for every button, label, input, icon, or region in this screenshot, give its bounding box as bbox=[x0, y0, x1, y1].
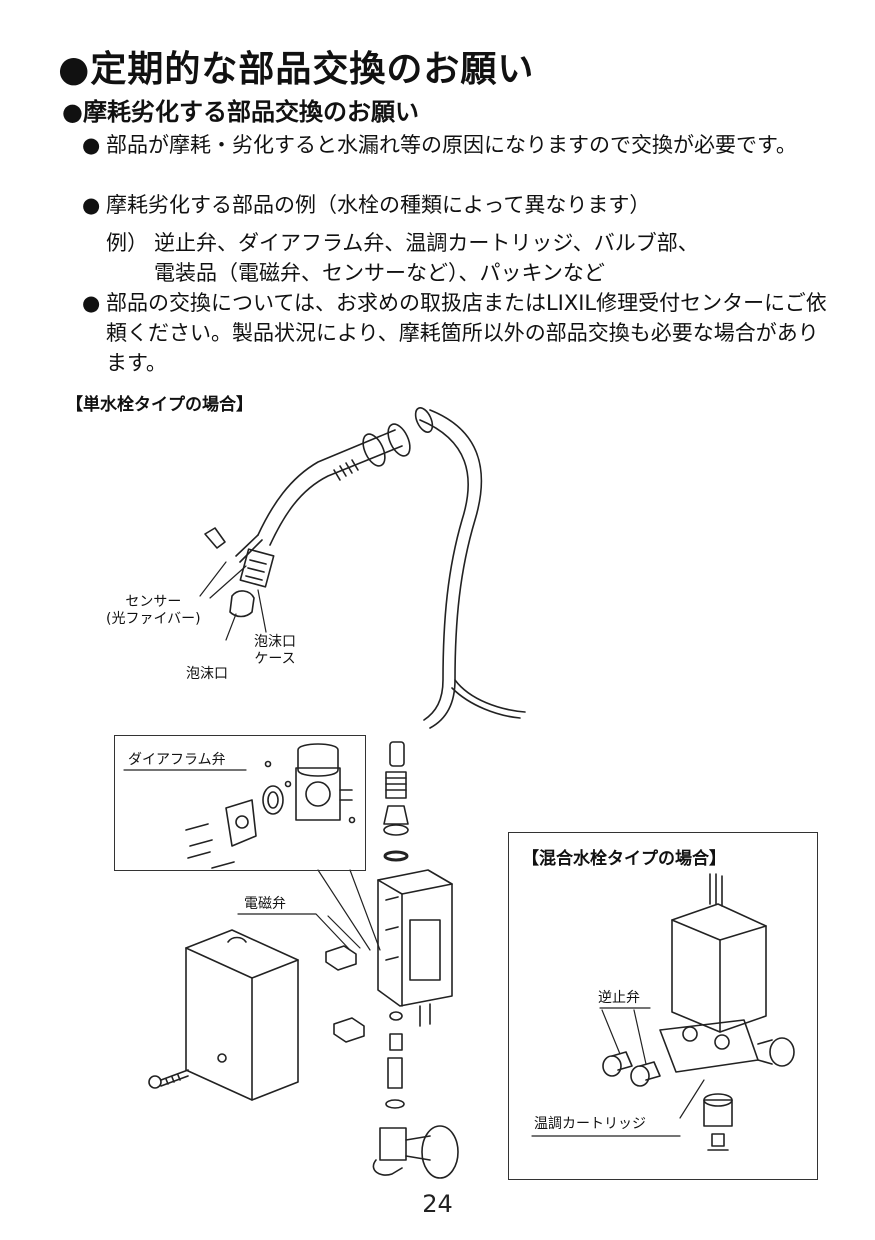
bullet-dot: ● bbox=[82, 133, 101, 157]
bullet-dot: ● bbox=[82, 291, 101, 315]
thermo-cartridge-callout: 温調カートリッジ bbox=[534, 1116, 646, 1132]
diaphragm-valve-callout: ダイアフラム弁 bbox=[128, 752, 226, 768]
section-title: ●摩耗劣化する部品交換のお願い bbox=[62, 98, 419, 126]
single-type-label: 【単水栓タイプの場合】 bbox=[66, 395, 253, 415]
screw bbox=[148, 1069, 189, 1089]
diaphragm-inset-frame bbox=[114, 735, 366, 871]
diaphragm-inset bbox=[185, 743, 356, 869]
cover-box bbox=[185, 929, 299, 1101]
solenoid-valve-callout: 電磁弁 bbox=[244, 896, 286, 912]
callout-line: 泡沫口 bbox=[254, 634, 296, 650]
spout-arm bbox=[257, 407, 434, 546]
aerator-callout: 泡沫口 bbox=[186, 666, 228, 682]
valve-body bbox=[377, 869, 453, 1027]
bullet-text: 部品の交換については、お求めの取扱店またはLIXIL修理受付センターにご依頼くだ… bbox=[106, 291, 827, 375]
fittings-chain bbox=[383, 741, 409, 862]
bullet-text: 摩耗劣化する部品の例（水栓の種類によって異なります） bbox=[106, 193, 651, 217]
small-parts bbox=[325, 945, 405, 1109]
mixed-type-assembly bbox=[602, 873, 795, 1151]
example-line: 電装品（電磁弁、センサーなど）、パッキンなど bbox=[154, 261, 605, 285]
angle-stop-valve bbox=[372, 1125, 459, 1179]
sensor-callout: センサー (光ファイバー) bbox=[106, 594, 201, 628]
sensor-connector bbox=[204, 527, 275, 618]
supply-hose bbox=[419, 409, 526, 729]
example-label: 例） bbox=[106, 231, 148, 255]
bullet-item: ● 部品が摩耗・劣化すると水漏れ等の原因になりますので交換が必要です。 bbox=[82, 130, 832, 160]
page-number: 24 bbox=[422, 1190, 453, 1218]
bullet-item: ● 部品の交換については、お求めの取扱店またはLIXIL修理受付センターにご依頼… bbox=[82, 288, 832, 378]
mixed-type-frame bbox=[508, 832, 818, 1180]
bullet-dot: ● bbox=[82, 193, 101, 217]
page-title: ●定期的な部品交換のお願い bbox=[58, 49, 535, 90]
callout-line: (光ファイバー) bbox=[106, 611, 201, 627]
example-line: 逆止弁、ダイアフラム弁、温調カートリッジ、バルブ部、 bbox=[154, 231, 699, 255]
callout-line: センサー bbox=[125, 594, 182, 610]
bullet-text: 部品が摩耗・劣化すると水漏れ等の原因になりますので交換が必要です。 bbox=[106, 133, 797, 157]
example-block: 例）逆止弁、ダイアフラム弁、温調カートリッジ、バルブ部、 電装品（電磁弁、センサ… bbox=[106, 228, 806, 288]
callout-line: ケース bbox=[254, 651, 296, 667]
mixed-type-label: 【混合水栓タイプの場合】 bbox=[522, 849, 726, 869]
bullet-item: ● 摩耗劣化する部品の例（水栓の種類によって異なります） bbox=[82, 190, 832, 220]
check-valve-callout: 逆止弁 bbox=[598, 990, 640, 1006]
aerator-case-callout: 泡沫口 ケース bbox=[254, 634, 296, 668]
